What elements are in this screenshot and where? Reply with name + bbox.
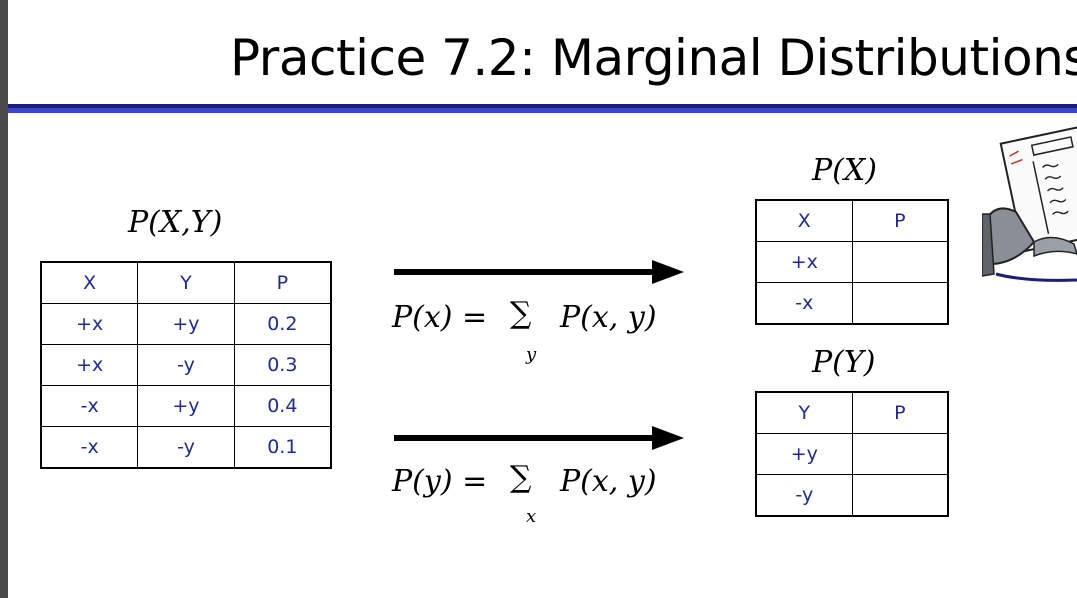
table-cell: +x xyxy=(755,241,853,283)
table-header-row: Y P xyxy=(755,391,949,434)
table-row: +x +y 0.2 xyxy=(40,303,332,345)
table-cell xyxy=(851,241,949,283)
title-rule xyxy=(8,104,1077,114)
formula-px-lhs: P(x) = xyxy=(392,300,488,335)
right-arrow-icon xyxy=(394,426,684,450)
table-cell: 0.4 xyxy=(233,385,332,427)
formula-px-subscript: y xyxy=(526,344,537,365)
table-cell: +x xyxy=(40,303,139,345)
table-cell xyxy=(851,433,949,475)
table-cell xyxy=(851,282,949,325)
table-header-cell: Y xyxy=(755,391,853,434)
table-row: -y xyxy=(755,474,949,517)
table-cell: 0.1 xyxy=(233,426,332,469)
table-cell: +x xyxy=(40,344,139,386)
slide-title: Practice 7.2: Marginal Distributions xyxy=(230,29,1077,87)
table-cell: 0.3 xyxy=(233,344,332,386)
table-row: +x xyxy=(755,241,949,283)
table-header-cell: X xyxy=(40,261,139,304)
left-edge-bar xyxy=(0,0,8,598)
table-cell: -y xyxy=(137,426,235,469)
table-cell: +y xyxy=(137,385,235,427)
table-cell: -y xyxy=(755,474,853,517)
table-cell: 0.2 xyxy=(233,303,332,345)
marginal-y-table: Y P +y -y xyxy=(755,391,949,517)
table-cell: -x xyxy=(40,385,139,427)
table-header-row: X Y P xyxy=(40,261,332,304)
table-header-cell: P xyxy=(851,391,949,434)
table-header-cell: P xyxy=(233,261,332,304)
robot-reading-illustration xyxy=(982,125,1077,282)
table-cell: -x xyxy=(755,282,853,325)
table-row: -x xyxy=(755,282,949,325)
formula-py-rhs: P(x, y) xyxy=(560,464,657,499)
marginal-x-label: P(X) xyxy=(812,153,877,188)
table-header-row: X P xyxy=(755,199,949,242)
table-header-cell: Y xyxy=(137,261,235,304)
title-rule-blue xyxy=(8,108,1077,113)
table-row: +y xyxy=(755,433,949,475)
right-arrow-icon xyxy=(394,260,684,284)
formula-px-sum: ∑ xyxy=(510,296,532,331)
table-header-cell: X xyxy=(755,199,853,242)
formula-py-lhs: P(y) = xyxy=(392,464,488,499)
table-cell xyxy=(851,474,949,517)
table-cell: +y xyxy=(137,303,235,345)
formula-py-sum: ∑ xyxy=(510,460,532,495)
table-row: -x +y 0.4 xyxy=(40,385,332,427)
title-rule-navy xyxy=(8,104,1077,108)
formula-px-rhs: P(x, y) xyxy=(560,300,657,335)
joint-table-label: P(X,Y) xyxy=(128,205,223,240)
table-cell: +y xyxy=(755,433,853,475)
table-cell: -y xyxy=(137,344,235,386)
joint-table: X Y P +x +y 0.2 +x -y 0.3 -x +y 0.4 -x -… xyxy=(40,261,332,469)
formula-py-subscript: x xyxy=(526,506,537,527)
table-row: +x -y 0.3 xyxy=(40,344,332,386)
table-header-cell: P xyxy=(851,199,949,242)
marginal-x-table: X P +x -x xyxy=(755,199,949,325)
marginal-y-label: P(Y) xyxy=(812,345,876,380)
table-cell: -x xyxy=(40,426,139,469)
table-row: -x -y 0.1 xyxy=(40,426,332,469)
